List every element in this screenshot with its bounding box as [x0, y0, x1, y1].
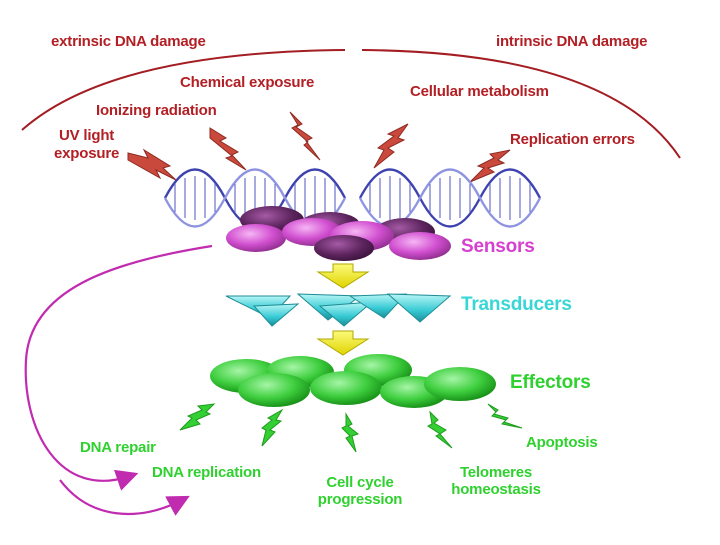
- transducer-wedge: [348, 293, 408, 319]
- intrinsic-arc: [361, 49, 681, 159]
- transducer-wedge: [386, 293, 452, 323]
- uv-light-label: UV light exposure: [54, 127, 119, 163]
- uv-damage-arrow: [127, 148, 177, 181]
- effector-blob: [424, 367, 496, 401]
- ionizing-damage-arrow: [209, 127, 247, 171]
- damage-arrows: [127, 111, 511, 183]
- uv-light-line2: exposure: [54, 145, 120, 162]
- effectors-cluster: [210, 354, 496, 408]
- ionizing-radiation-label: Ionizing radiation: [96, 102, 217, 119]
- replication-damage-arrow: [469, 149, 511, 183]
- telomeres-line2: homeostasis: [451, 481, 541, 498]
- transducers-cluster: [225, 293, 452, 327]
- cell-cycle-progression-label: Cell cycle progression: [317, 474, 403, 508]
- sensors-label: Sensors: [461, 236, 535, 257]
- dna-repair-outcome-arrow: [179, 403, 216, 431]
- flow-arrow-transducers-to-effectors: [316, 330, 370, 356]
- transducer-wedge: [318, 301, 374, 327]
- outcome-arrows: [179, 403, 523, 453]
- sensor-blob: [314, 235, 374, 261]
- chemical-damage-arrow: [289, 111, 321, 161]
- apoptosis-outcome-arrow: [487, 403, 523, 429]
- dna-helix-right: [358, 168, 542, 228]
- flow-arrow-sensors-to-transducers: [316, 263, 370, 289]
- effectors-label: Effectors: [510, 372, 591, 393]
- chemical-exposure-label: Chemical exposure: [180, 74, 315, 91]
- uv-light-line1: UV light: [59, 127, 115, 144]
- apoptosis-label: Apoptosis: [526, 434, 598, 451]
- telomeres-line1: Telomeres: [459, 464, 533, 481]
- feedback-arrow-to-dna-repair: [24, 244, 213, 491]
- effector-blob: [238, 373, 310, 407]
- dna-replication-label: DNA replication: [152, 464, 261, 481]
- dna-repair-label: DNA repair: [80, 439, 156, 456]
- cell-cycle-line2: progression: [317, 491, 403, 508]
- extrinsic-damage-label: extrinsic DNA damage: [51, 33, 206, 50]
- feedback-arrows: [24, 244, 213, 516]
- intrinsic-damage-label: intrinsic DNA damage: [496, 33, 648, 50]
- telomeres-outcome-arrow: [427, 410, 453, 449]
- replication-errors-label: Replication errors: [510, 131, 635, 148]
- sensor-blob: [389, 232, 451, 260]
- dna-replication-outcome-arrow: [261, 408, 284, 447]
- extrinsic-arc: [21, 49, 346, 131]
- cellular-metabolism-label: Cellular metabolism: [410, 83, 549, 100]
- cell-cycle-line1: Cell cycle: [326, 474, 394, 491]
- metabolism-damage-arrow: [373, 123, 409, 169]
- sensor-blob: [226, 224, 286, 252]
- transducer-wedge: [252, 303, 300, 327]
- transducers-label: Transducers: [461, 294, 572, 315]
- cell-cycle-outcome-arrow: [341, 412, 360, 453]
- effector-blob: [310, 371, 382, 405]
- feedback-arrow-to-dna-replication: [59, 479, 190, 516]
- telomeres-homeostasis-label: Telomeres homeostasis: [451, 464, 541, 498]
- sensors-cluster: [226, 206, 451, 261]
